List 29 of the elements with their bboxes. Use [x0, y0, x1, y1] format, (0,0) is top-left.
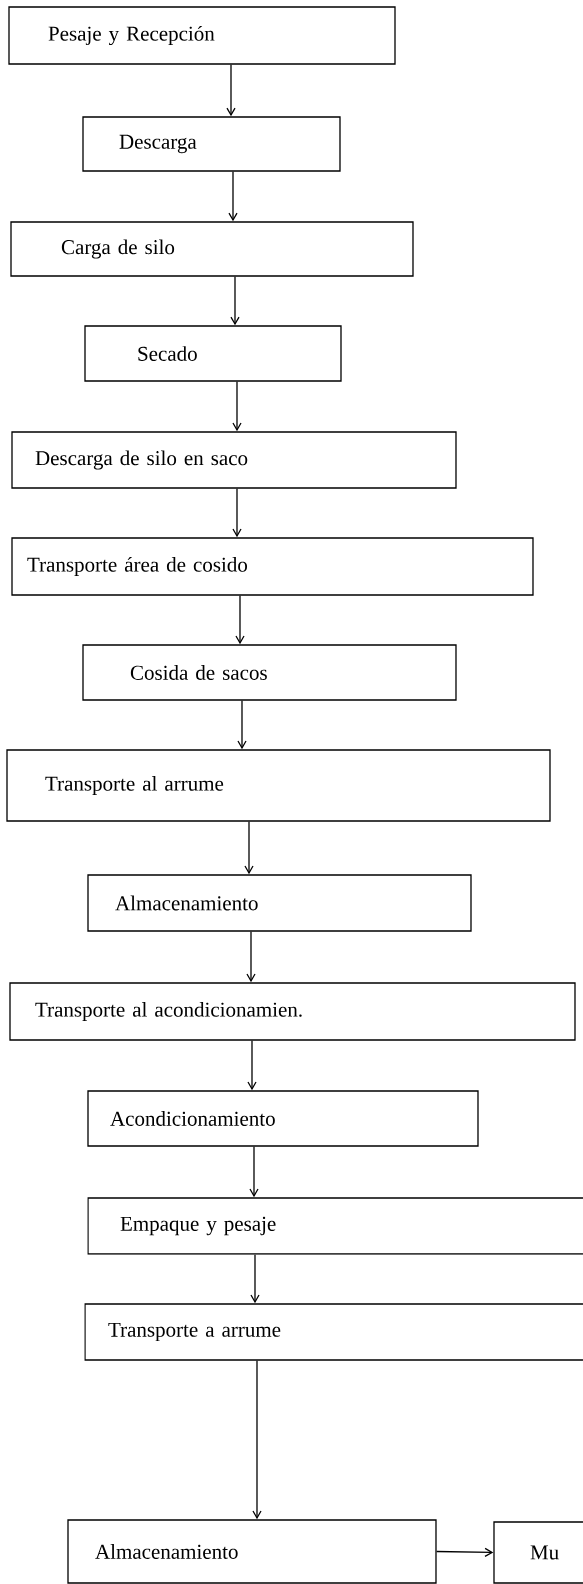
process-box: Transporte al acondicionamien. [9, 982, 576, 1041]
process-box: Carga de silo [10, 221, 414, 277]
process-box: Transporte área de cosido [11, 537, 534, 596]
process-box: Empaque y pesaje [87, 1197, 583, 1255]
arrow [252, 1360, 262, 1520]
arrow [235, 595, 245, 645]
process-box: Mu [493, 1521, 583, 1584]
process-box: Almacenamiento [87, 874, 472, 932]
arrow [228, 171, 238, 222]
arrow [237, 700, 247, 750]
arrow [232, 488, 242, 538]
process-box: Acondicionamiento [87, 1090, 479, 1147]
arrow [249, 1146, 259, 1198]
arrow [436, 1547, 494, 1557]
process-box: Cosida de sacos [82, 644, 457, 701]
arrow [246, 931, 256, 983]
process-box: Descarga [82, 116, 341, 172]
arrow [232, 381, 242, 432]
process-box: Pesaje y Recepción [8, 6, 396, 65]
arrow [230, 276, 240, 326]
process-box: Secado [84, 325, 342, 382]
process-box: Transporte a arrume [84, 1303, 583, 1361]
arrow [247, 1040, 257, 1091]
arrow [226, 64, 236, 117]
process-box: Descarga de silo en saco [11, 431, 457, 489]
process-box: Almacenamiento [67, 1519, 437, 1584]
process-box: Transporte al arrume [6, 749, 551, 822]
arrow [250, 1254, 260, 1304]
arrow [244, 821, 254, 875]
